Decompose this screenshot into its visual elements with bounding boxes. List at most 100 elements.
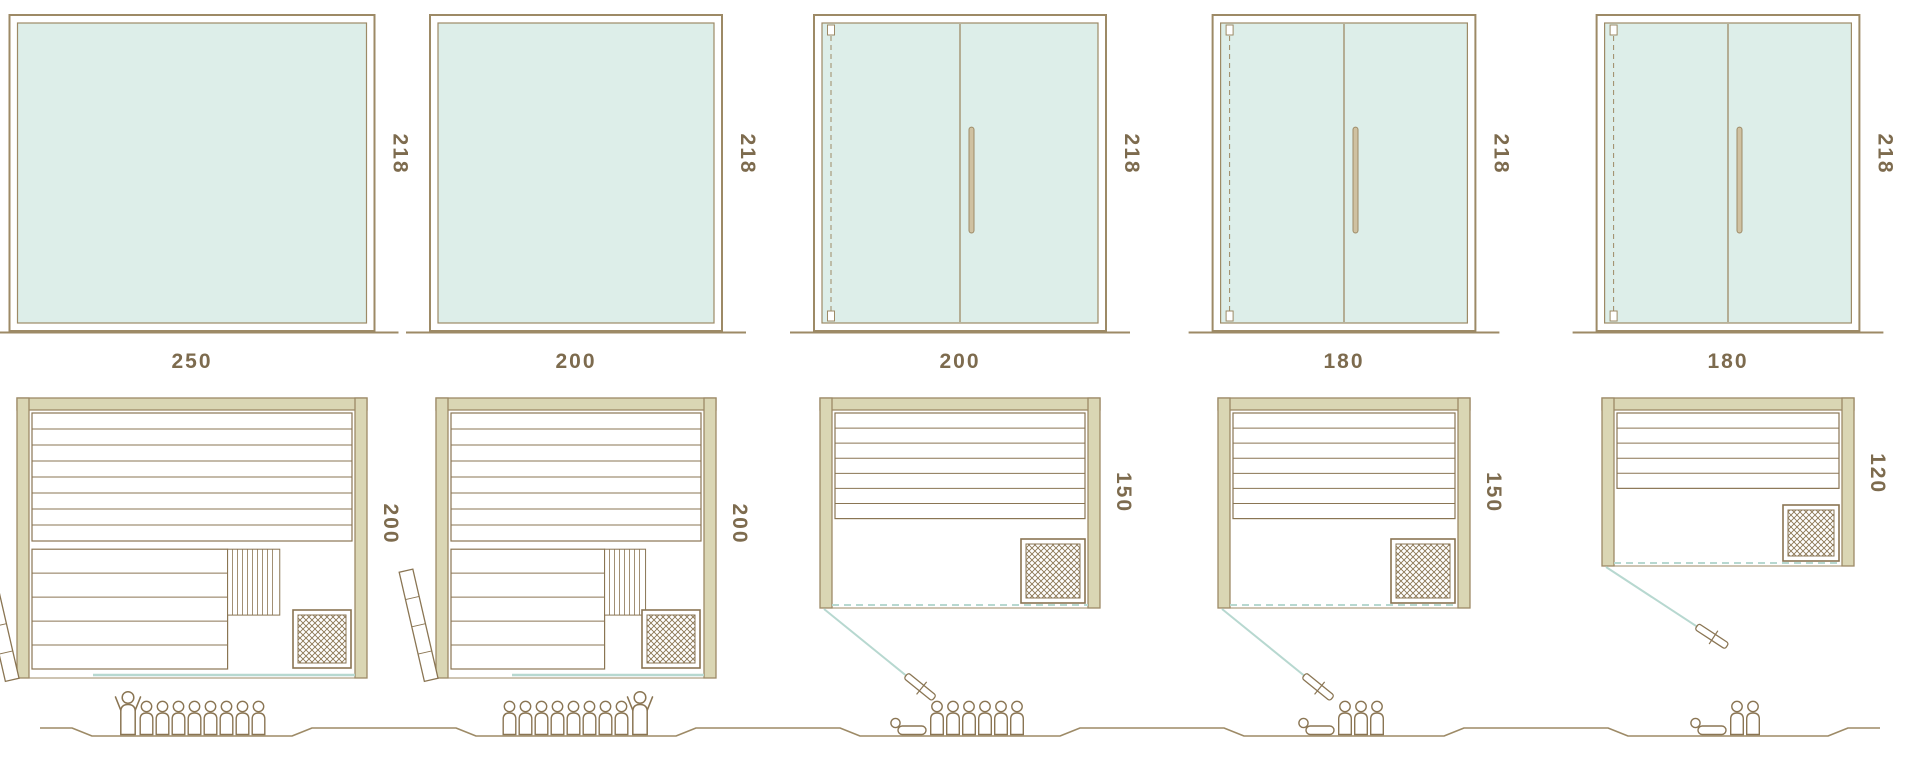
walls [1601,397,1855,567]
elevation-drawing: 218 [1572,14,1896,334]
open-door-leaf [1302,673,1334,701]
walls [16,397,368,679]
depth-dimension-label: 150 [1112,472,1135,513]
person-standing [1338,700,1352,736]
walls [819,397,1101,609]
open-door-leaf [398,568,439,683]
height-dimension-label: 218 [1873,134,1896,175]
floor-plan: 200 [0,397,402,683]
capacity-group-3 [890,700,1024,736]
glass-panel [437,22,715,324]
walls [435,397,717,679]
person-standing [566,700,581,736]
elevation-drawing: 218 [406,14,759,334]
door-handle [968,126,975,234]
person-standing [598,700,613,736]
open-door-leaf [904,673,936,701]
door-handle [1736,126,1743,234]
person-standing [1370,700,1384,736]
front-elevation: 218 [1188,14,1512,334]
heater [1390,538,1456,604]
person-standing [614,700,629,736]
person-reclining [1690,717,1727,736]
person-standing [550,700,565,736]
depth-dimension-label: 120 [1866,453,1889,494]
front-elevation: 218 [1572,14,1896,334]
capacity-group-2 [502,690,654,736]
bottom-pivot [1225,310,1234,322]
front-elevation: 218 [790,14,1143,334]
door-swing [1605,566,1729,649]
capacity-group-4 [1298,700,1384,736]
person-reclining [1298,717,1335,736]
person-standing [930,700,944,736]
plan-drawing: 150 [819,397,1135,701]
width-dimension-label: 180 [1707,350,1749,373]
width-dimension-label: 200 [555,350,597,373]
person-arms-raised [626,690,654,736]
person-standing [502,700,517,736]
upper-bench [31,412,353,542]
depth-dimension-label: 200 [379,503,402,544]
height-dimension-label: 218 [389,134,412,175]
backrest-slats [604,548,647,616]
top-pivot [1609,24,1618,36]
person-standing [534,700,549,736]
capacity-figures-row [40,690,1880,737]
ground-line [40,727,1880,737]
depth-dimension-label: 200 [728,503,751,544]
elevation-drawing: 218 [1188,14,1512,334]
person-standing [155,700,170,736]
elevation-drawing: 218 [0,14,412,334]
top-pivot [827,24,835,36]
door-swing [823,608,936,701]
plan-drawing: 200 [0,397,402,683]
heater [292,609,352,669]
model-column-4: 218 180 150 [1152,0,1536,770]
upper-bench [450,412,702,542]
person-standing [171,700,186,736]
person-standing [187,700,202,736]
model-column-2: 218 200 200 [384,0,768,770]
person-standing [219,700,234,736]
plan-drawing: 200 [398,397,751,683]
walls [1217,397,1471,609]
bench [834,412,1086,520]
person-standing [994,700,1008,736]
heater [641,609,701,669]
person-standing [139,700,154,736]
person-standing [1354,700,1368,736]
person-standing [518,700,533,736]
person-standing [962,700,976,736]
bottom-pivot [827,310,835,322]
front-elevation: 218 [0,14,412,334]
person-standing [946,700,960,736]
person-standing [1010,700,1024,736]
floor-plan: 200 [398,397,751,683]
person-arms-raised [114,690,142,736]
lower-bench [31,548,229,670]
person-standing [235,700,250,736]
open-door-leaf [0,568,20,683]
bottom-pivot [1609,310,1618,322]
person-standing [251,700,266,736]
depth-dimension-label: 150 [1482,472,1505,513]
width-dimension-label: 180 [1323,350,1365,373]
glass-panel [16,22,368,324]
lower-bench [450,548,606,670]
door-handle [1352,126,1359,234]
person-standing [203,700,218,736]
floor-plan: 150 [819,397,1135,701]
height-dimension-label: 218 [1120,134,1143,175]
elevation-drawing: 218 [790,14,1143,334]
top-pivot [1225,24,1234,36]
floor-plan: 150 [1217,397,1505,701]
capacity-group-1 [114,690,266,736]
heater [1782,504,1840,562]
height-dimension-label: 218 [1489,134,1512,175]
bench [1616,412,1840,489]
open-door-leaf [1695,623,1729,649]
person-standing [978,700,992,736]
person-standing [582,700,597,736]
